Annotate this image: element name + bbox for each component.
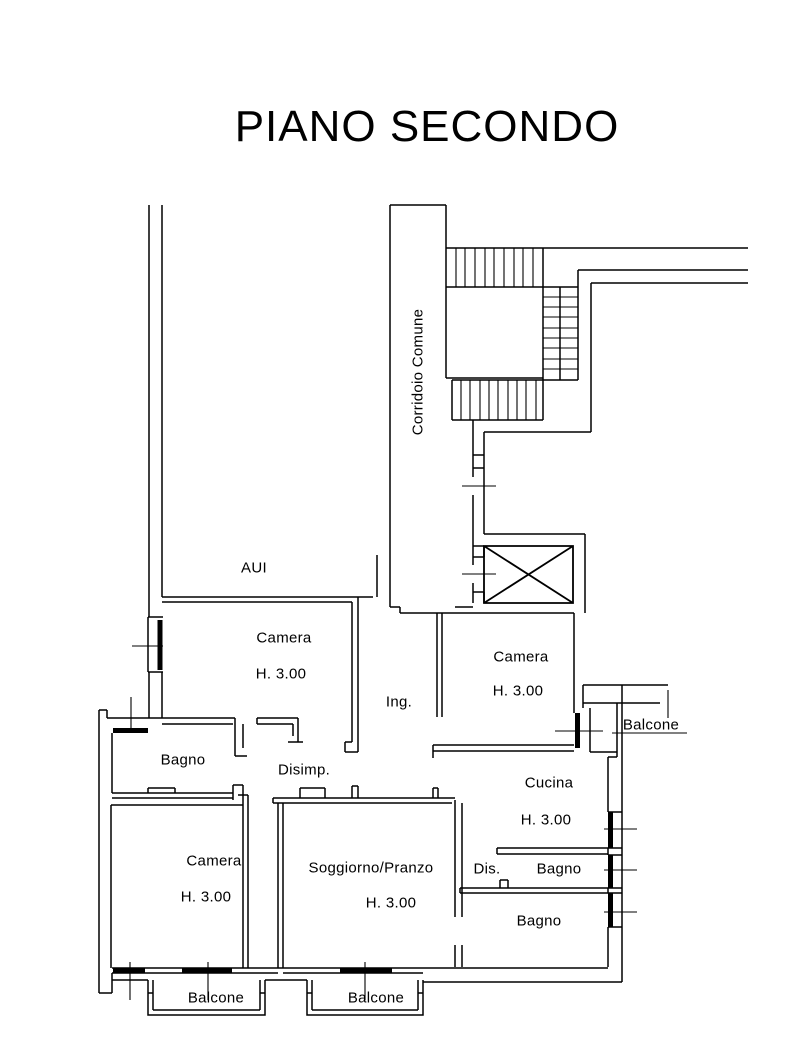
label-soggiorno-pranzo: Soggiorno/Pranzo (308, 859, 434, 877)
label-bagno-bottom: Bagno (516, 912, 562, 930)
label-disimpegno: Disimp. (277, 761, 331, 779)
window-bagno-bottom (608, 893, 613, 927)
label-camera-top-right: Camera (493, 648, 549, 666)
label-camera-top-right-height: H. 3.00 (492, 682, 544, 700)
window-camera-top-right (575, 713, 580, 748)
label-dis: Dis. (473, 860, 501, 878)
label-cucina-height: H. 3.00 (520, 811, 572, 829)
label-balcone-bottom-center: Balcone (347, 989, 405, 1007)
window-cucina (608, 812, 613, 848)
label-bagno-middle: Bagno (536, 860, 582, 878)
label-soggiorno-pranzo-height: H. 3.00 (365, 894, 417, 912)
label-camera-bottom-left-height: H. 3.00 (180, 888, 232, 906)
label-ingresso: Ing. (385, 693, 413, 711)
label-corridoio-comune: Corridoio Comune (409, 308, 427, 436)
page-title: PIANO SECONDO (234, 102, 620, 151)
label-cucina: Cucina (524, 774, 574, 792)
label-bagno-top-left: Bagno (160, 751, 206, 769)
window-camera-bottom-2 (182, 968, 232, 973)
label-camera-bottom-left: Camera (186, 852, 242, 870)
window-bars (113, 620, 613, 973)
elevator-shaft (483, 545, 574, 604)
stairs-treads (455, 248, 578, 420)
window-bagno-middle (608, 855, 613, 888)
window-bagno-top (113, 728, 148, 733)
label-balcone-bottom-left: Balcone (187, 989, 245, 1007)
window-camera-top-left (157, 620, 163, 670)
window-soggiorno (340, 968, 392, 973)
label-camera-top-left-height: H. 3.00 (255, 665, 307, 683)
label-balcone-right: Balcone (622, 716, 680, 734)
label-adjacent-unit-aui: AUI (241, 559, 267, 577)
window-axis-ticks (129, 485, 687, 1000)
label-camera-top-left: Camera (256, 629, 312, 647)
window-camera-bottom-1 (113, 968, 145, 973)
